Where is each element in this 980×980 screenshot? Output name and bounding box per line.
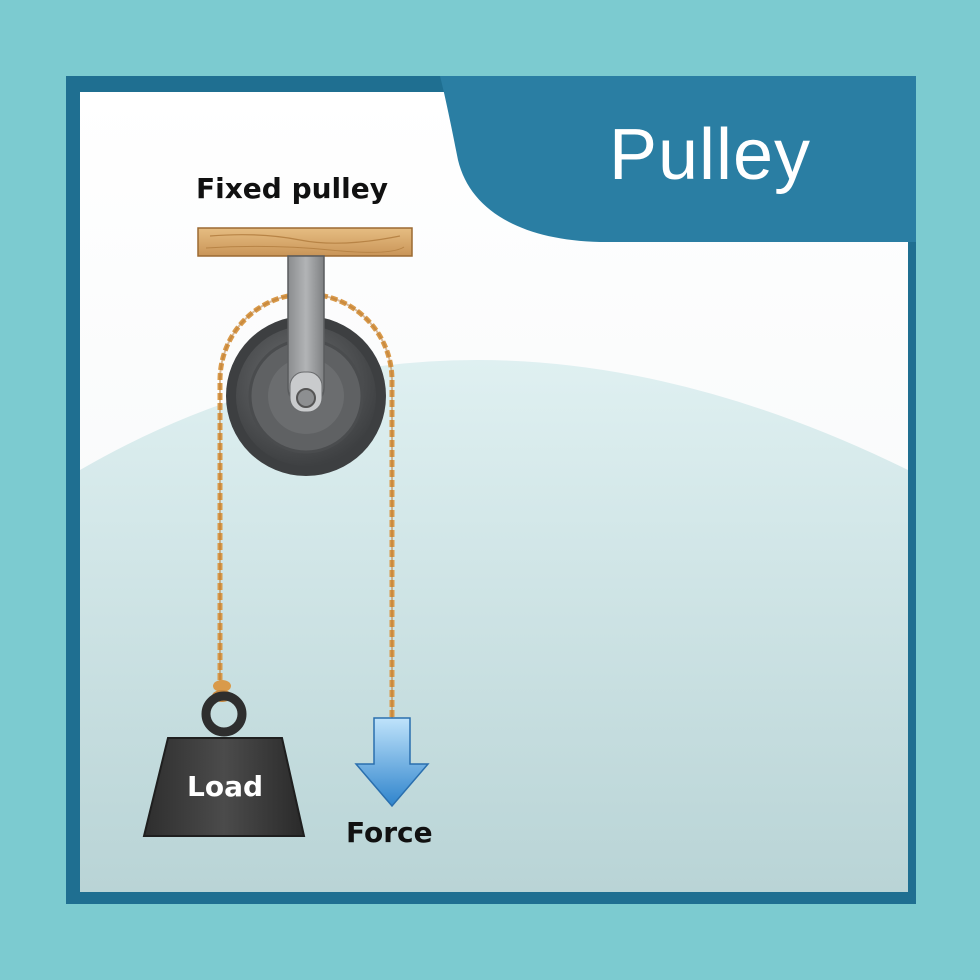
fixed-pulley-label: Fixed pulley xyxy=(196,172,388,205)
ceiling-beam xyxy=(197,227,413,257)
arrow-down-icon xyxy=(354,717,430,808)
page-title: Pulley xyxy=(608,115,812,195)
title-banner xyxy=(440,76,916,242)
force-label: Force xyxy=(346,816,433,849)
weight-icon xyxy=(142,691,306,837)
pulley-bracket xyxy=(287,255,325,413)
load-label: Load xyxy=(186,770,263,803)
